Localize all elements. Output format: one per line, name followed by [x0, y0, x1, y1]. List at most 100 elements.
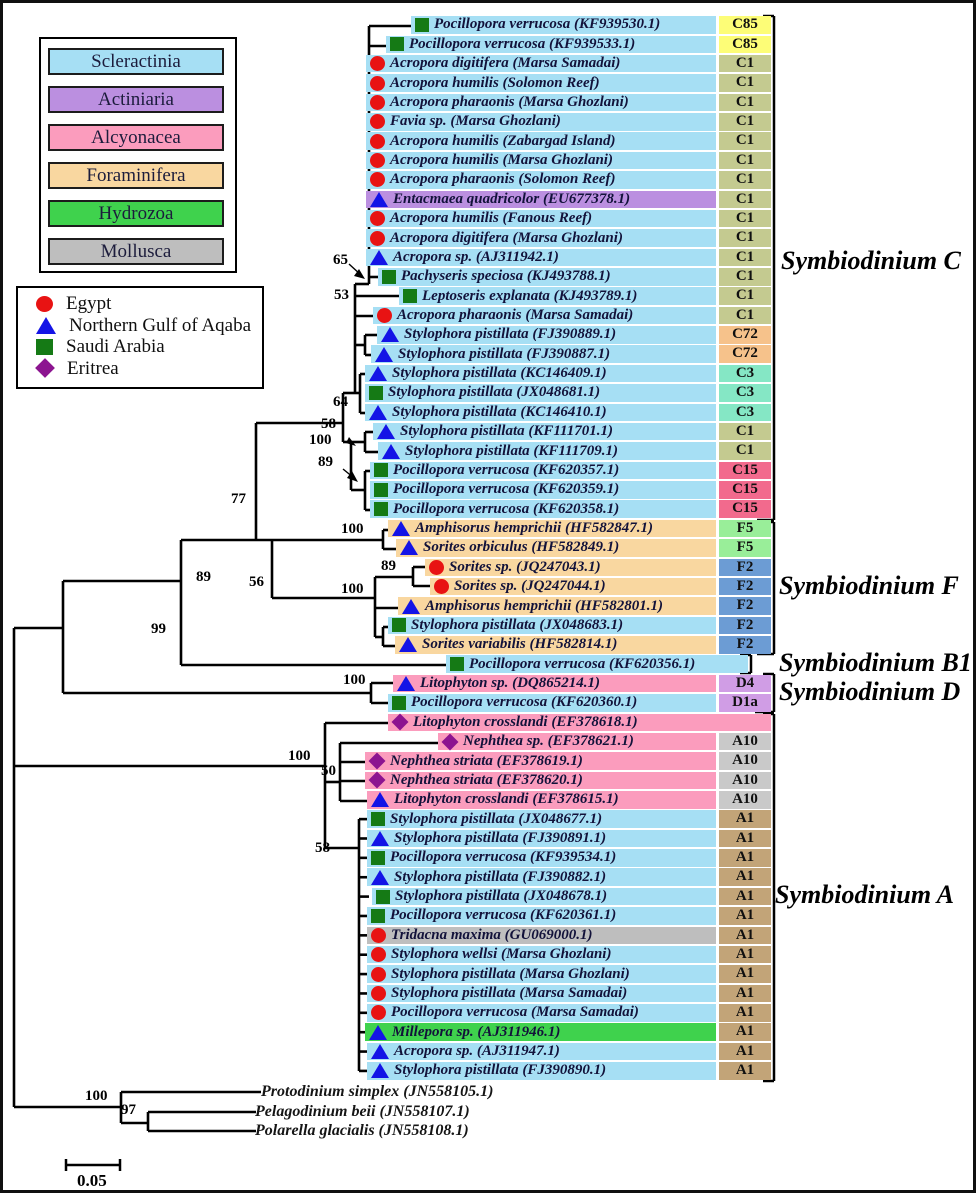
taxon-label: Sorites variabilis (HF582814.1): [422, 636, 618, 653]
legend-taxon-group-item: Foraminifera: [48, 162, 224, 189]
saudi-site-marker-icon: [392, 695, 406, 710]
clade-label: Symbiodinium A: [775, 880, 954, 909]
its2-type-badge: A1: [719, 810, 771, 828]
legend-taxon-group-item: Mollusca: [48, 238, 224, 265]
scale-bar-label: 0.05: [77, 1171, 107, 1190]
its2-type-badge: D1a: [719, 694, 771, 712]
taxon-label: Pocillopora verrucosa (KF620361.1): [390, 907, 617, 924]
bootstrap-value: 77: [231, 491, 246, 507]
legend-taxon-group-item: Hydrozoa: [48, 200, 224, 227]
taxon-row: Acropora humilis (Fanous Reef): [366, 209, 716, 228]
its2-type-badge: C1: [719, 54, 771, 73]
taxon-row: Stylophora pistillata (KF111709.1): [378, 442, 716, 460]
taxon-row: Litophyton crosslandi (EF378618.1): [388, 713, 771, 732]
taxon-row: Stylophora pistillata (JX048683.1): [388, 616, 716, 635]
its2-type-badge: C1: [719, 132, 771, 150]
aqaba-site-marker-icon: [371, 869, 389, 885]
its2-type-badge: F2: [719, 616, 771, 635]
taxon-label: Acropora humilis (Fanous Reef): [390, 210, 593, 227]
its2-type-badge: C72: [719, 326, 771, 344]
saudi-site-marker-icon: [371, 850, 385, 865]
taxon-row: Acropora pharaonis (Solomon Reef): [366, 171, 716, 189]
taxon-row: Stylophora pistillata (FJ390882.1): [367, 868, 716, 886]
taxon-row: Sorites sp. (JQ247043.1): [425, 558, 716, 577]
bootstrap-value: 89: [196, 569, 211, 585]
bootstrap-value: 100: [309, 432, 332, 448]
its2-type-badge: A1: [719, 1042, 771, 1061]
taxon-row: Pocillopora verrucosa (KF620357.1): [370, 461, 716, 480]
saudi-site-marker-icon: [403, 289, 417, 304]
egypt-site-marker-icon: [370, 75, 385, 91]
legend-site-item: Eritrea: [35, 357, 119, 379]
saudi-site-marker-icon: [371, 812, 385, 827]
taxon-row: Acropora humilis (Zabargad Island): [366, 132, 716, 150]
taxon-label: Stylophora pistillata (KC146410.1): [392, 403, 607, 420]
bootstrap-value: 100: [85, 1088, 108, 1104]
taxon-label: Pocillopora verrucosa (KF620360.1): [411, 694, 638, 711]
its2-type-badge: F2: [719, 597, 771, 615]
its2-type-badge: C1: [719, 422, 771, 441]
taxon-row: Nephthea striata (EF378619.1): [365, 752, 716, 770]
taxon-label: Stylophora pistillata (JX048683.1): [411, 616, 624, 633]
taxon-row: Pocillopora verrucosa (KF620358.1): [370, 500, 716, 518]
legend-site-label: Northern Gulf of Aqaba: [69, 314, 252, 336]
its2-type-badge: C1: [719, 209, 771, 228]
egypt-legend-marker-icon: [36, 295, 53, 312]
bootstrap-value: 97: [121, 1102, 136, 1118]
its2-type-badge: C85: [719, 16, 771, 34]
taxon-label: Favia sp. (Marsa Ghozlani): [390, 113, 561, 130]
bootstrap-value: 50: [321, 763, 336, 779]
taxon-label: Pocillopora verrucosa (KF620356.1): [469, 655, 696, 672]
aqaba-legend-marker-icon: [36, 316, 56, 334]
its2-type-badge: A1: [719, 1023, 771, 1041]
legend-taxon-group-item: Scleractinia: [48, 48, 224, 75]
taxon-row: Acropora humilis (Marsa Ghozlani): [366, 151, 716, 170]
its2-type-badge: C15: [719, 481, 771, 499]
bootstrap-value: 65: [333, 252, 348, 268]
aqaba-site-marker-icon: [371, 1044, 389, 1060]
outgroup-taxon-label: Pelagodinium beii (JN558107.1): [255, 1103, 470, 1120]
taxon-row: Acropora digitifera (Marsa Ghozlani): [366, 229, 716, 247]
taxon-row: Pocillopora verrucosa (KF939530.1): [411, 16, 716, 34]
aqaba-site-marker-icon: [369, 366, 387, 382]
taxon-label: Stylophora pistillata (JX048681.1): [388, 384, 601, 401]
taxon-row: Litophyton crosslandi (EF378615.1): [367, 791, 716, 809]
its2-type-badge: C1: [719, 151, 771, 170]
its2-type-badge: A10: [719, 771, 771, 790]
taxon-row: Pachyseris speciosa (KJ493788.1): [378, 268, 716, 286]
its2-type-badge: C1: [719, 113, 771, 131]
its2-type-badge: F5: [719, 519, 771, 538]
bootstrap-value: 89: [318, 454, 333, 470]
its2-type-badge: A1: [719, 907, 771, 925]
taxon-row: Leptoseris explanata (KJ493789.1): [399, 287, 716, 305]
taxon-label: Pocillopora verrucosa (KF939534.1): [390, 849, 617, 866]
taxon-label: Entacmaea quadricolor (EU677378.1): [393, 190, 631, 207]
its2-type-badge: C1: [719, 229, 771, 247]
its2-type-badge: C1: [719, 268, 771, 286]
egypt-site-marker-icon: [370, 172, 385, 188]
clade-label: Symbiodinium F: [779, 571, 959, 600]
taxon-label: Sorites orbiculus (HF582849.1): [423, 539, 620, 556]
taxon-row: Acropora digitifera (Marsa Samadai): [366, 54, 716, 73]
taxon-row: Stylophora pistillata (KC146409.1): [365, 364, 716, 383]
taxon-label: Millepora sp. (AJ311946.1): [392, 1023, 561, 1040]
its2-type-badge: F2: [719, 577, 771, 596]
legend-site-label: Eritrea: [67, 357, 119, 379]
bootstrap-value: 64: [333, 394, 348, 410]
taxon-row: Sorites variabilis (HF582814.1): [395, 636, 716, 654]
taxon-label: Stylophora pistillata (FJ390887.1): [398, 345, 611, 362]
taxon-row: Sorites sp. (JQ247044.1): [430, 577, 716, 596]
saudi-site-marker-icon: [390, 37, 404, 52]
its2-type-badge: C72: [719, 345, 771, 363]
bootstrap-value: 58: [321, 416, 336, 432]
taxon-row: Stylophora wellsi (Marsa Ghozlani): [367, 945, 716, 964]
taxon-label: Acropora humilis (Solomon Reef): [390, 74, 600, 91]
taxon-row: Litophyton sp. (DQ865214.1): [393, 674, 716, 693]
egypt-site-marker-icon: [371, 966, 386, 982]
taxon-label: Nephthea striata (EF378620.1): [390, 771, 583, 788]
egypt-site-marker-icon: [370, 153, 385, 169]
aqaba-site-marker-icon: [371, 792, 389, 808]
taxon-label: Pachyseris speciosa (KJ493788.1): [401, 268, 611, 285]
egypt-site-marker-icon: [370, 211, 385, 227]
